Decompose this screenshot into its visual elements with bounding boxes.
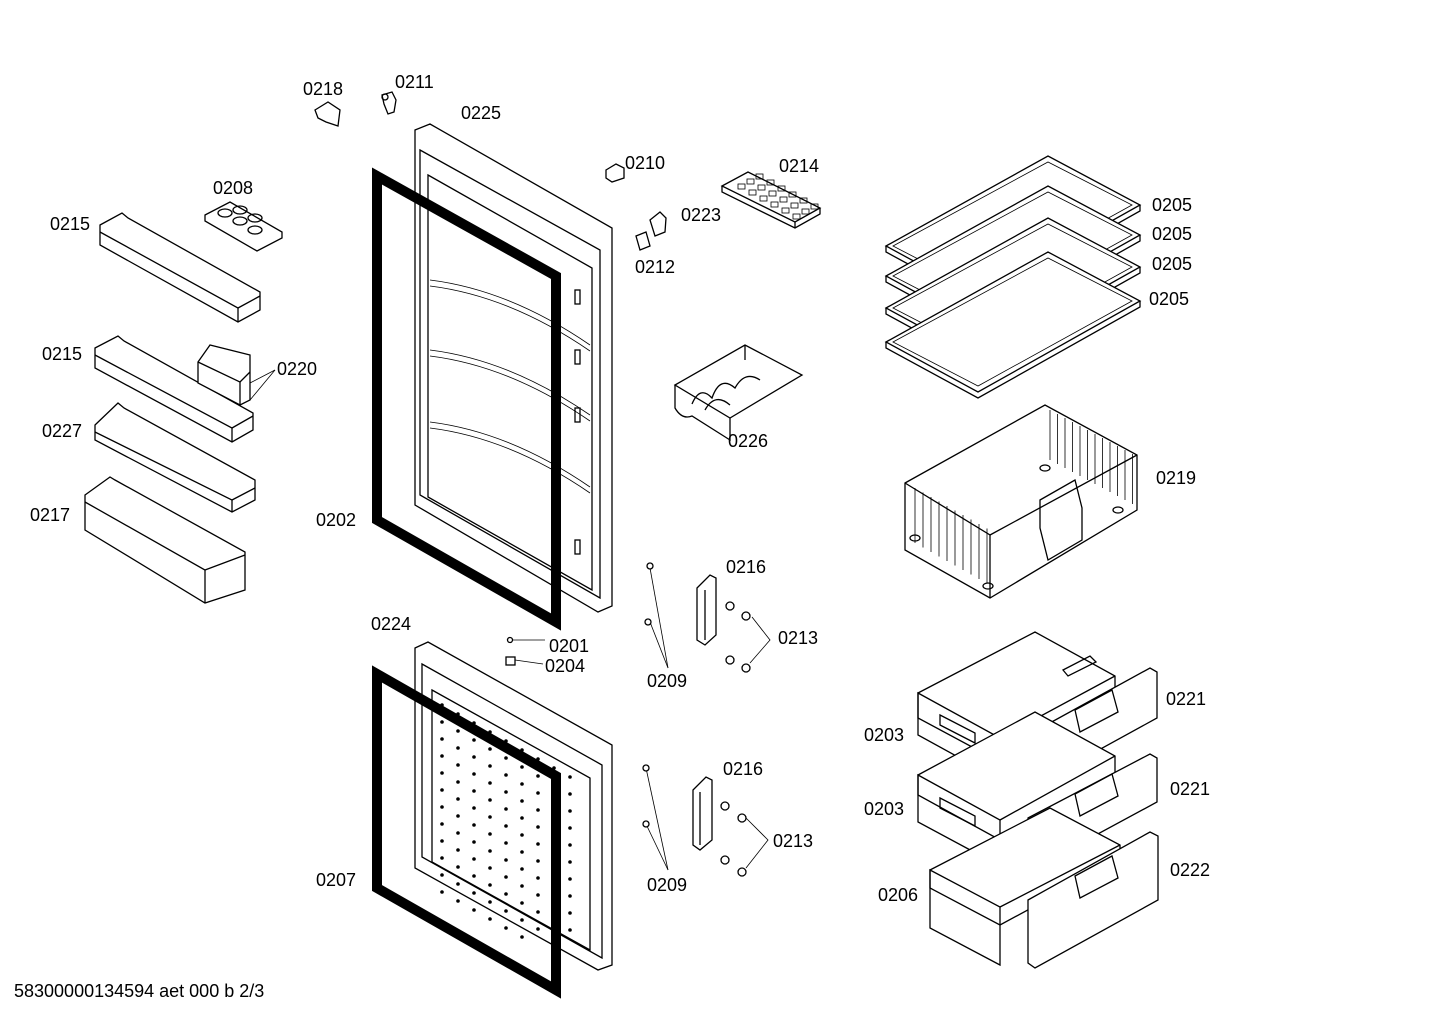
bottle-holder-0226 bbox=[673, 344, 804, 442]
label-0203-top: 0203 bbox=[864, 725, 904, 745]
label-0215-top: 0215 bbox=[50, 214, 90, 234]
handle-0216-top bbox=[696, 574, 717, 646]
label-0205-3: 0205 bbox=[1152, 254, 1192, 274]
lower-door-gasket-0207 bbox=[372, 665, 561, 999]
label-0203-middle: 0203 bbox=[864, 799, 904, 819]
glass-shelves-0205 bbox=[884, 155, 1142, 399]
document-footer-id: 58300000134594 aet 000 b 2/3 bbox=[14, 981, 264, 1001]
label-0201: 0201 bbox=[549, 636, 589, 656]
bin-0219-ribs bbox=[914, 410, 1133, 584]
label-0216-bottom: 0216 bbox=[723, 759, 763, 779]
handle-0216-bottom bbox=[692, 776, 713, 851]
label-0205-1: 0205 bbox=[1152, 195, 1192, 215]
label-0225: 0225 bbox=[461, 103, 501, 123]
part-0212 bbox=[635, 231, 651, 251]
bin-0219 bbox=[904, 404, 1138, 599]
label-0207: 0207 bbox=[316, 870, 356, 890]
label-0214: 0214 bbox=[779, 156, 819, 176]
label-0206: 0206 bbox=[878, 885, 918, 905]
label-0221-middle: 0221 bbox=[1170, 779, 1210, 799]
label-0227: 0227 bbox=[42, 421, 82, 441]
ice-tray-0214 bbox=[720, 171, 822, 229]
label-0217: 0217 bbox=[30, 505, 70, 525]
part-labels: 0218 0211 0225 0208 0215 0215 0220 0227 … bbox=[30, 72, 1210, 905]
part-0210 bbox=[605, 163, 625, 183]
label-0211: 0211 bbox=[395, 72, 434, 92]
label-0215-middle: 0215 bbox=[42, 344, 82, 364]
upper-door-gasket-0202 bbox=[372, 167, 561, 631]
drawer-front-0222 bbox=[1027, 831, 1159, 969]
label-0213-bottom: 0213 bbox=[773, 831, 813, 851]
label-0204: 0204 bbox=[545, 656, 585, 676]
label-0221-top: 0221 bbox=[1166, 689, 1206, 709]
door-shelf-0215-middle bbox=[94, 335, 254, 443]
door-shelf-0227 bbox=[94, 402, 256, 513]
label-0205-4: 0205 bbox=[1149, 289, 1189, 309]
label-0219: 0219 bbox=[1156, 468, 1196, 488]
part-0223 bbox=[649, 211, 667, 237]
egg-tray-0208 bbox=[204, 201, 283, 252]
label-0210: 0210 bbox=[625, 153, 665, 173]
ice-tray-cells bbox=[737, 173, 819, 220]
label-0216-top: 0216 bbox=[726, 557, 766, 577]
glass-shelf bbox=[884, 251, 1142, 399]
label-0223: 0223 bbox=[681, 205, 721, 225]
screws-and-leaders bbox=[505, 562, 771, 877]
label-0202: 0202 bbox=[316, 510, 356, 530]
part-0211 bbox=[381, 91, 397, 115]
label-0226: 0226 bbox=[728, 431, 768, 451]
label-0213-top: 0213 bbox=[778, 628, 818, 648]
label-0209-bottom: 0209 bbox=[647, 875, 687, 895]
upper-door-0225 bbox=[414, 123, 613, 613]
part-0218 bbox=[314, 101, 341, 127]
butter-box-0220 bbox=[197, 344, 276, 406]
door-shelf-0215-top bbox=[99, 212, 261, 323]
label-0209-top: 0209 bbox=[647, 671, 687, 691]
label-0222: 0222 bbox=[1170, 860, 1210, 880]
label-0212: 0212 bbox=[635, 257, 675, 277]
label-0224: 0224 bbox=[371, 614, 411, 634]
label-0208: 0208 bbox=[213, 178, 253, 198]
label-0220: 0220 bbox=[277, 359, 317, 379]
bottle-shelf-0217 bbox=[84, 476, 246, 604]
label-0205-2: 0205 bbox=[1152, 224, 1192, 244]
label-0218: 0218 bbox=[303, 79, 343, 99]
